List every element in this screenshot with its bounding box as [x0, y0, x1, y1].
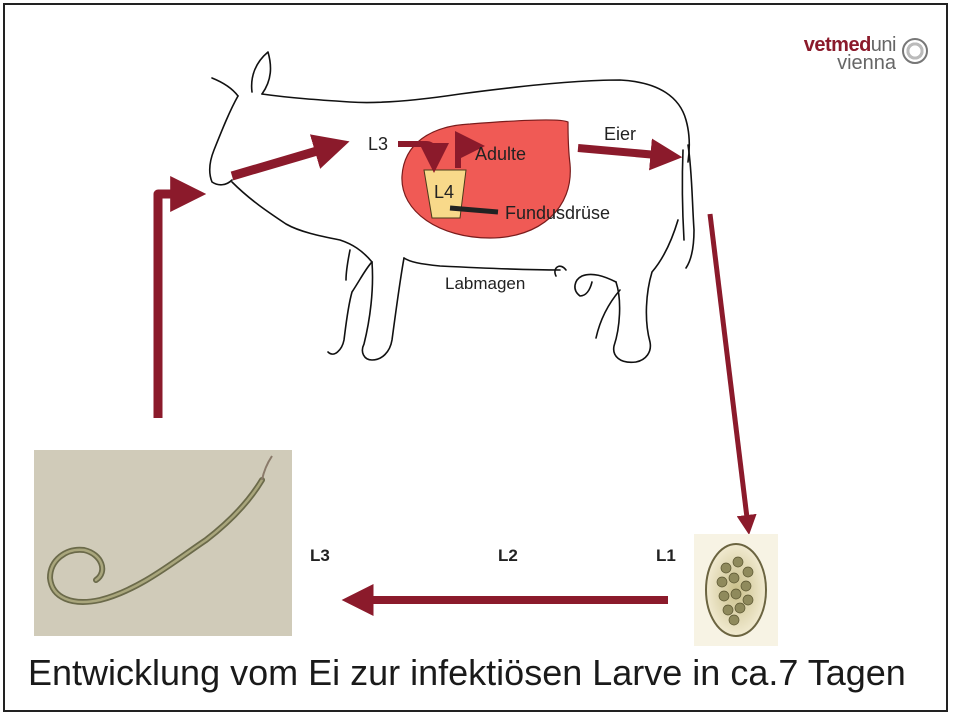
- label-eier: Eier: [604, 124, 636, 144]
- label-l3-host: L3: [368, 134, 388, 154]
- label-labmagen: Labmagen: [445, 274, 525, 293]
- label-l4: L4: [434, 182, 454, 202]
- arrow-eggs-out: [578, 148, 668, 156]
- university-seal-icon: [902, 38, 928, 64]
- vetmeduni-logo: vetmeduni vienna: [772, 34, 932, 74]
- logo-subtitle: vienna: [837, 52, 896, 75]
- label-adulte: Adulte: [475, 144, 526, 164]
- arrow-down-to-egg: [710, 214, 748, 526]
- larva-micrograph: [34, 450, 292, 636]
- arrow-up-to-cow: [158, 194, 190, 418]
- arrow-to-l3: [232, 146, 334, 176]
- label-fundusdruese: Fundusdrüse: [505, 203, 610, 223]
- label-l2-environment: L2: [498, 546, 518, 565]
- label-l3-environment: L3: [310, 546, 330, 565]
- egg-micrograph: [694, 534, 778, 646]
- slide-caption: Entwicklung vom Ei zur infektiösen Larve…: [28, 652, 906, 694]
- label-l1-environment: L1: [656, 546, 676, 565]
